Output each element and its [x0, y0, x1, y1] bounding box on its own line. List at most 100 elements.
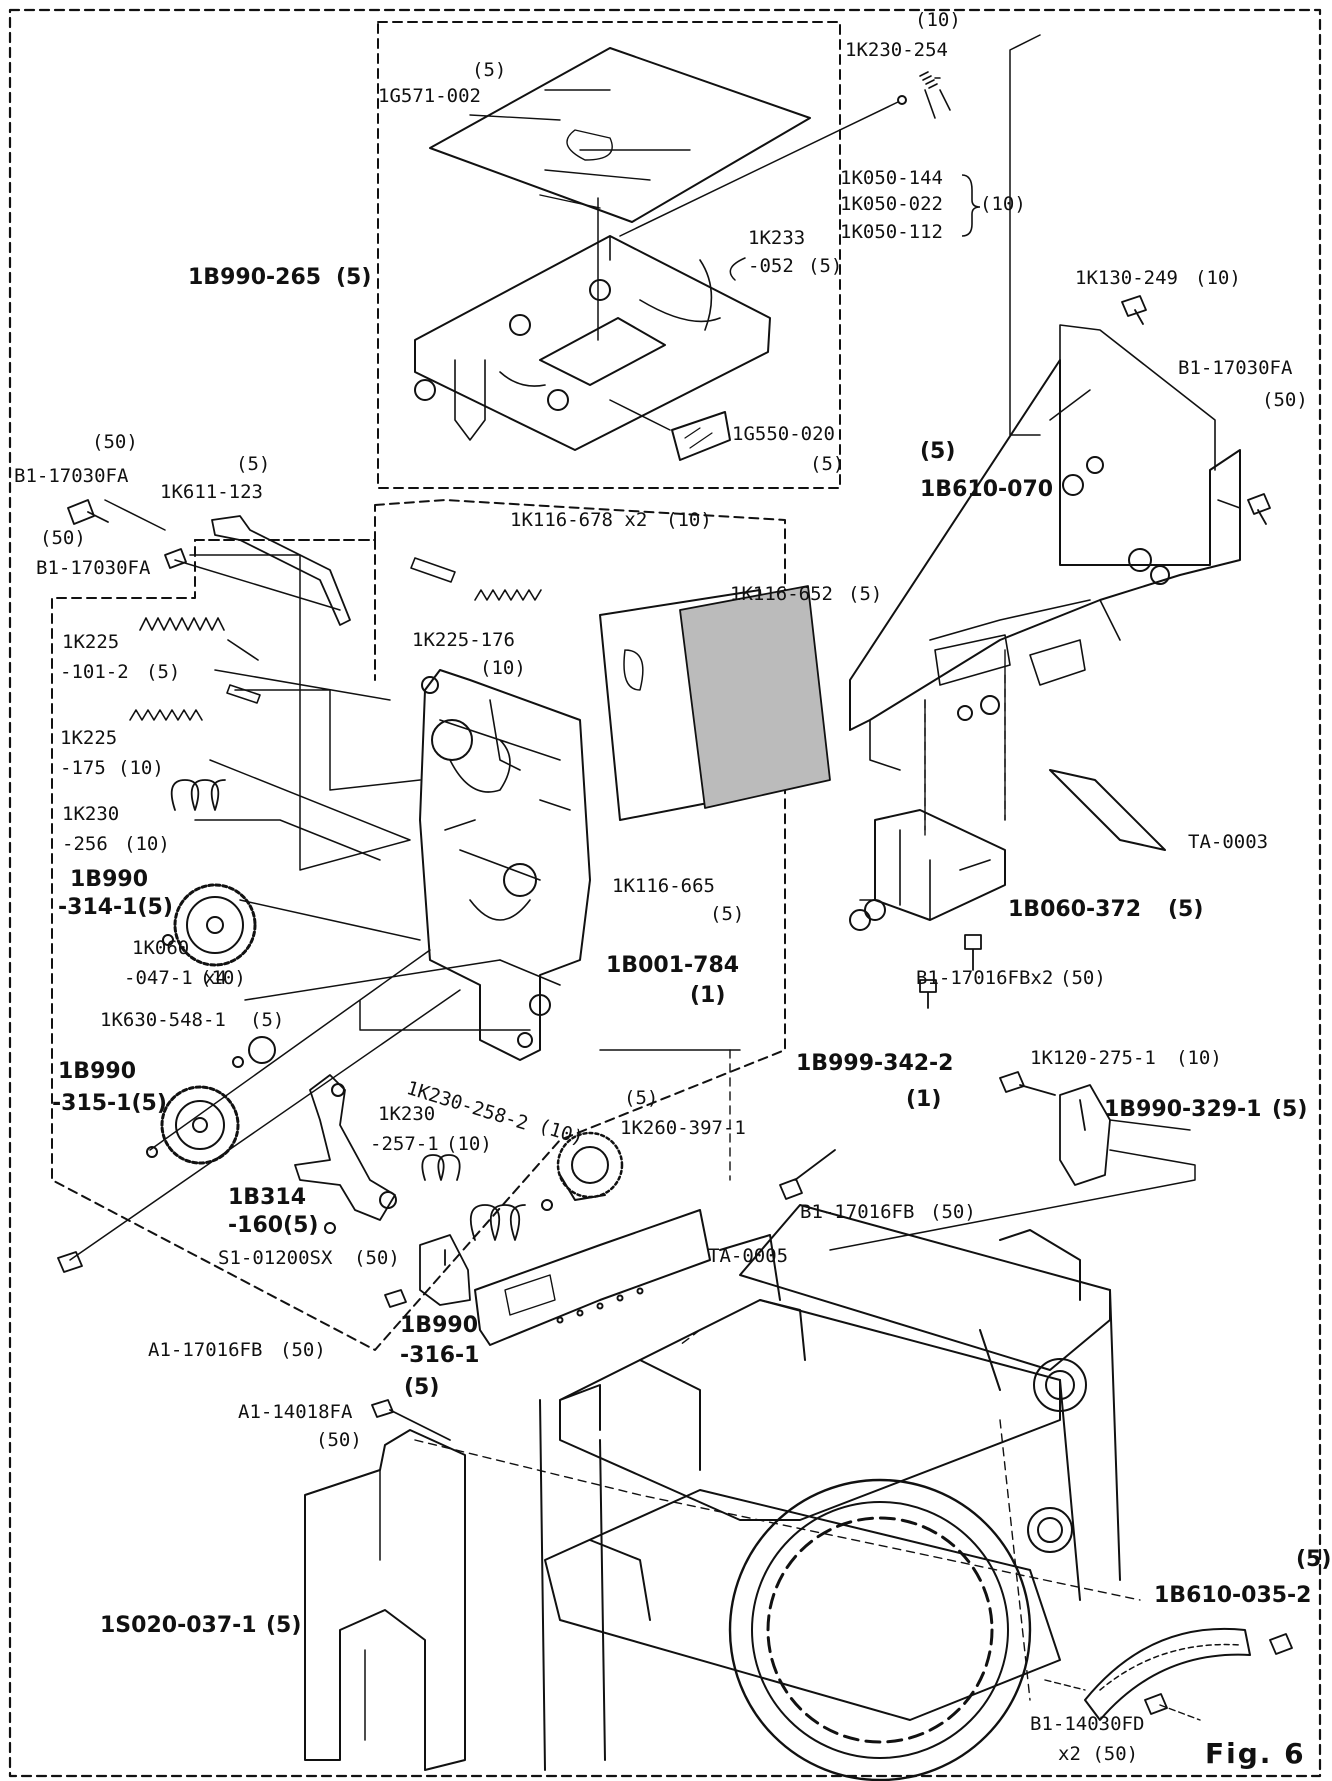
label-qty-1k116-678: (10) — [666, 509, 712, 531]
label-qty-1k225-176: (10) — [480, 657, 526, 679]
label-part-b1-17030fa-right: B1-17030FA — [1178, 357, 1293, 379]
label-part-1k050-022: 1K050-022 — [840, 193, 943, 215]
label-part-1b001-784: 1B001-784 — [606, 953, 740, 978]
screw-b1-14030fd — [1144, 1633, 1293, 1715]
label-part-1s020-037-1: 1S020-037-1 — [100, 1613, 257, 1638]
mirror-spring-drawing — [919, 71, 951, 119]
screw-b1-17016fb-x2 — [919, 934, 982, 1009]
gear-1b990-315-1-drawing — [160, 1085, 240, 1165]
label-qty-a1-17016fb: (50) — [280, 1339, 326, 1361]
spring-1k230-257-1-drawing — [421, 1154, 461, 1181]
label-part-1b990-265: 1B990-265 — [188, 265, 322, 290]
label-part-1b060-372: 1B060-372 — [1008, 897, 1142, 922]
label-part-1b990-316-1-a: 1B990 — [400, 1313, 478, 1338]
label-qty-s1-01200sx: (50) — [354, 1247, 400, 1269]
label-qty-1k116-652: (5) — [848, 583, 883, 605]
plate-1k116-652-shaded — [679, 585, 831, 809]
label-part-b1-17030fa-left2: B1-17030FA — [36, 557, 151, 579]
label-part-1g550-020: 1G550-020 — [732, 423, 835, 445]
mechanism-plate-1b001-784-drawing — [419, 669, 591, 1061]
label-qty-1k230-257-1: (10) — [446, 1133, 492, 1155]
label-qty-b1-17030fa-left1: (50) — [92, 431, 138, 453]
label-part-b1-17030fa-left1: B1-17030FA — [14, 465, 129, 487]
label-part-1b314-160-a: 1B314 — [228, 1185, 306, 1210]
screw-1k120-275-1 — [999, 1071, 1056, 1096]
label-part-1b990-316-1-b: -316-1 — [400, 1343, 480, 1368]
label-part-1k116-665: 1K116-665 — [612, 875, 715, 897]
part-1b990-329-1-drawing — [1059, 1084, 1111, 1186]
label-part-1g571-002: 1G571-002 — [378, 85, 481, 107]
label-part-1k230-256-a: 1K230 — [62, 803, 120, 825]
label-part-1k060-b: -047-1 x4 — [124, 967, 227, 989]
label-qty-1g571-002: (5) — [472, 59, 507, 81]
label-qty-1g550-020: (5) — [810, 453, 845, 475]
label-part-1k050-144: 1K050-144 — [840, 167, 943, 189]
mirror-plate-drawing — [429, 47, 811, 223]
part-1b990-316-1-drawing — [419, 1234, 471, 1306]
label-qty-1k130-249: (10) — [1195, 267, 1241, 289]
bracket-1b060-372-drawing — [874, 809, 1006, 921]
spring-subgroup-outline — [194, 539, 376, 681]
bracket-brace-1k050 — [961, 174, 981, 237]
spring-1k230-256-drawing — [170, 779, 226, 811]
label-qty-1k060: (10) — [200, 967, 246, 989]
label-part-a1-14018fa: A1-14018FA — [238, 1401, 353, 1423]
label-part-a1-17016fb: A1-17016FB — [148, 1339, 263, 1361]
label-qty-1k225-175: (10) — [118, 757, 164, 779]
label-qty-1b990-265: (5) — [336, 265, 372, 290]
screw-a1-14018fa — [371, 1399, 451, 1441]
mirror-frame-drawing — [414, 235, 771, 451]
label-part-1b314-160-b: -160(5) — [228, 1213, 319, 1238]
label-qty-1k230-254: (10) — [915, 9, 961, 31]
label-part-1k611-123: 1K611-123 — [160, 481, 263, 503]
screw-left-bottom — [57, 1251, 83, 1273]
gear-1k260-397-1-drawing — [556, 1131, 624, 1201]
collar-1k630-548-1 — [248, 1036, 276, 1064]
label-qty-b1-17030fa-right: (50) — [1262, 389, 1308, 411]
mirror-frame-window — [539, 317, 666, 386]
rear-bracket-details — [869, 324, 1216, 771]
screw-b1-17030fa-right — [1247, 493, 1271, 525]
label-qty-1k230-256: (10) — [124, 833, 170, 855]
label-qty-1k050: (10) — [980, 193, 1026, 215]
tape-ta-0005-drawing — [474, 1209, 711, 1346]
label-qty-1b990-316-1: (5) — [404, 1375, 440, 1400]
label-part-b1-17016fb: B1-17016FB — [800, 1201, 915, 1223]
label-part-1b990-314-1-a: 1B990 — [70, 867, 148, 892]
label-qty-b1-17016fbx2: (50) — [1060, 967, 1106, 989]
mirror-box-group-outline — [377, 21, 841, 489]
label-part-1k116-678: 1K116-678 x2 — [510, 509, 648, 531]
label-qty-1k611-123: (5) — [236, 453, 271, 475]
label-part-1k230-257-1-b: -257-1 — [370, 1133, 439, 1155]
dashed-leaders — [414, 674, 1141, 1701]
label-part-b1-14030fd: B1-14030FD — [1030, 1713, 1145, 1735]
screw-b1-17030fa-left2 — [164, 548, 187, 569]
label-qty-1k260-397-1: (5) — [624, 1087, 659, 1109]
label-qty-b1-17030fa-left2: (50) — [40, 527, 86, 549]
label-part-1k130-249: 1K130-249 — [1075, 267, 1178, 289]
label-part-1k230-256-b: -256 — [62, 833, 108, 855]
label-qty-1b610-035-2: (5) — [1296, 1547, 1332, 1572]
label-qty-1k116-665: (5) — [710, 903, 745, 925]
mechanism-plate-details — [439, 699, 571, 986]
label-part-1k233-b: -052 — [748, 255, 794, 277]
label-part-1k116-652: 1K116-652 — [730, 583, 833, 605]
label-part-1b990-314-1-b: -314-1(5) — [58, 895, 173, 920]
label-qty-1b990-329-1: (5) — [1272, 1097, 1308, 1122]
label-part-1k225-101-2-a: 1K225 — [62, 631, 120, 653]
label-part-1b610-070: 1B610-070 — [920, 477, 1054, 502]
camera-body-1b999-342-2-drawing — [539, 1204, 1121, 1781]
label-qty-b1-17016fb: (50) — [930, 1201, 976, 1223]
gear-1b990-314-1-drawing — [173, 883, 257, 967]
label-qty-b1-14030fd: x2 (50) — [1058, 1743, 1139, 1765]
label-part-1k225-101-2-b: -101-2 — [60, 661, 129, 683]
plate-1s020-037-1-drawing — [304, 1429, 466, 1771]
label-part-1b610-035-2: 1B610-035-2 — [1154, 1583, 1312, 1608]
mirror-frame-details — [454, 235, 721, 441]
label-part-1b990-329-1: 1B990-329-1 — [1104, 1097, 1262, 1122]
leader-lines-left — [69, 499, 741, 1261]
screw-b1-17016fb — [779, 1149, 836, 1200]
mirror-frame-pin — [414, 379, 436, 401]
label-part-1k120-275-1: 1K120-275-1 — [1030, 1047, 1156, 1069]
